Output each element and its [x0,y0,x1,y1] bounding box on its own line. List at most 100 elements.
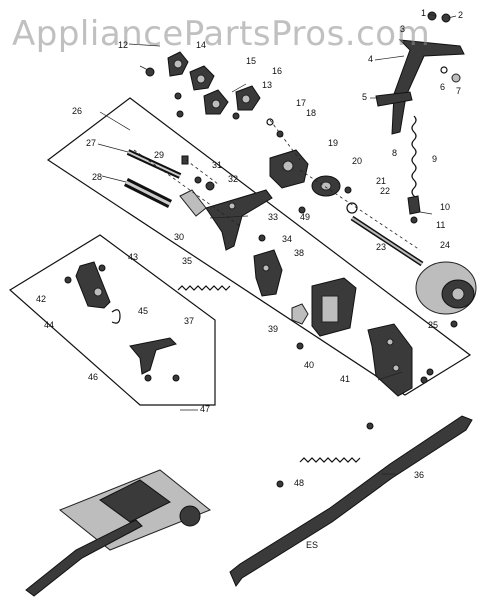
callout-32: 32 [228,174,239,184]
callout-20: 20 [352,156,363,166]
callout-35: 35 [182,256,193,266]
spring-icon [111,309,121,324]
callout-11: 11 [436,220,446,230]
callout-21: 21 [376,176,387,186]
screw-icon [172,374,180,382]
bracket-icon [203,89,229,115]
screw-icon [232,112,240,120]
callout-19: 19 [328,138,339,148]
callout-49: 49 [300,212,311,222]
screw-icon [258,234,266,242]
cam-icon [311,277,357,337]
figure-code: ES [306,540,319,550]
spring-icon [299,457,361,463]
screw-icon [344,186,352,194]
shaft-icon [123,177,173,209]
callout-3: 3 [400,24,406,34]
mechanism-assembly [25,469,211,597]
callout-6: 6 [440,82,446,92]
callout-30: 30 [174,232,185,242]
lever-icon [229,415,473,587]
bracket-icon [205,189,273,251]
callout-45: 45 [138,306,149,316]
bracket-icon [269,149,309,189]
callout-43: 43 [128,252,139,262]
callout-47: 47 [200,404,211,414]
bracket-icon [235,85,261,111]
screw-icon [139,65,155,77]
callout-27: 27 [86,138,97,148]
washer-icon [451,73,461,83]
shaft-icon [350,215,424,267]
screw-icon [194,176,202,184]
callout-36: 36 [414,470,425,480]
washer-icon [205,181,215,191]
callout-18: 18 [306,108,317,118]
callout-7: 7 [456,86,462,96]
callout-33: 33 [268,212,279,222]
screw-icon [296,342,304,350]
callout-24: 24 [440,240,451,250]
callout-26: 26 [72,106,83,116]
callout-2: 2 [458,10,464,20]
callout-39: 39 [268,324,279,334]
callout-40: 40 [304,360,315,370]
washer-icon [440,66,448,74]
screw-icon [64,276,72,284]
bracket-icon [167,51,189,77]
lever-icon [375,39,465,135]
cam-icon [311,175,341,197]
callout-15: 15 [246,56,257,66]
screw-icon [176,110,184,118]
callout-38: 38 [294,248,305,258]
callout-5: 5 [362,92,368,102]
callout-4: 4 [368,54,374,64]
callout-46: 46 [88,372,99,382]
callout-16: 16 [272,66,283,76]
callout-13: 13 [262,80,273,90]
callout-23: 23 [376,242,387,252]
group-box-26 [46,97,472,396]
screw-icon [174,92,182,100]
callout-28: 28 [92,172,103,182]
callout-29: 29 [154,150,165,160]
callout-42: 42 [36,294,47,304]
knob-icon [415,261,477,315]
screw-icon [181,155,189,165]
bracket-icon [189,65,215,91]
screw-icon [276,480,284,488]
screw-icon [426,368,434,376]
bracket-icon [407,195,421,224]
callout-44: 44 [44,320,55,330]
washer-icon [266,118,274,126]
screw-icon [441,13,451,23]
callout-41: 41 [340,374,351,384]
callout-48: 48 [294,478,305,488]
screw-icon [98,264,106,272]
group-box-47 [8,234,216,406]
screw-icon [450,320,458,328]
bracket-icon [291,303,309,325]
watermark: AppliancePartsPros.com [12,14,431,54]
callout-25: 25 [428,320,439,330]
callout-37: 37 [184,316,195,326]
screw-icon [366,422,374,430]
bracket-icon [129,337,177,375]
callout-22: 22 [380,186,391,196]
cam-icon [367,323,413,397]
callout-17: 17 [296,98,307,108]
screw-icon [298,206,306,214]
screw-icon [144,374,152,382]
spring-icon [411,115,417,213]
callout-10: 10 [440,202,451,212]
callout-1: 1 [421,8,427,18]
bracket-icon [253,249,283,297]
screw-icon [420,376,428,384]
callout-34: 34 [282,234,293,244]
callout-31: 31 [212,160,223,170]
lever-icon [75,261,111,309]
callout-9: 9 [432,154,438,164]
spring-icon [177,285,231,291]
